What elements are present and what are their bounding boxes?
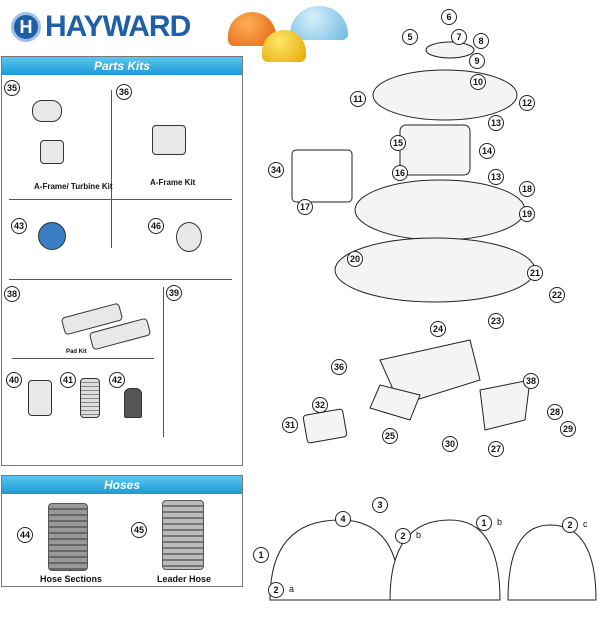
top-shell xyxy=(372,69,518,121)
part-callout: 23 xyxy=(488,313,504,329)
a-frame-part xyxy=(152,125,186,155)
kit-callout: 38 xyxy=(4,286,20,302)
part-callout: 24 xyxy=(430,321,446,337)
parts-kits-header: Parts Kits xyxy=(2,57,242,75)
hose-label: Leader Hose xyxy=(157,574,212,584)
brand-name: HAYWARD xyxy=(45,10,191,43)
part-callout: 6 xyxy=(441,9,457,25)
kit-callout: 46 xyxy=(148,218,164,234)
kit-label: A-Frame/ Turbine Kit xyxy=(34,182,113,191)
part-callout: 13 xyxy=(488,169,504,185)
hose-label: Hose Sections xyxy=(40,574,103,584)
robot-variant-c xyxy=(507,524,597,601)
gear-part xyxy=(38,222,66,250)
hoses-panel: Hoses xyxy=(1,475,243,587)
cone-part xyxy=(124,388,142,418)
turbine-box xyxy=(291,149,353,203)
top-cap xyxy=(425,41,475,59)
kit-label: A-Frame Kit xyxy=(150,178,196,187)
turbine-part xyxy=(32,100,62,122)
kit-callout: 36 xyxy=(116,84,132,100)
part-callout: 11 xyxy=(350,91,366,107)
kit-callout: 40 xyxy=(6,372,22,388)
kit-callout: 41 xyxy=(60,372,76,388)
part-callout: 28 xyxy=(547,404,563,420)
part-callout: 5 xyxy=(402,29,418,45)
bearing-part xyxy=(176,222,202,252)
part-callout: 12 xyxy=(519,95,535,111)
part-callout: 34 xyxy=(268,162,284,178)
kit-callout: 42 xyxy=(109,372,125,388)
part-callout: 25 xyxy=(382,428,398,444)
hoses-header: Hoses xyxy=(2,476,242,494)
logo-h-icon: H xyxy=(11,12,41,42)
part-callout: 27 xyxy=(488,441,504,457)
part-callout: 36 xyxy=(331,359,347,375)
part-callout: 21 xyxy=(527,265,543,281)
part-callout: 9 xyxy=(469,53,485,69)
base-ring xyxy=(334,237,536,303)
part-callout: 7 xyxy=(451,29,467,45)
part-callout: 22 xyxy=(549,287,565,303)
middle-housing xyxy=(354,179,526,241)
part-callout: 31 xyxy=(282,417,298,433)
part-callout: 18 xyxy=(519,181,535,197)
part-callout: 16 xyxy=(392,165,408,181)
part-callout: 29 xyxy=(560,421,576,437)
swivel-part xyxy=(28,380,52,416)
plate xyxy=(302,408,348,444)
hose-callout: 45 xyxy=(131,522,147,538)
divider xyxy=(111,90,112,248)
part-callout: 38 xyxy=(523,373,539,389)
divider xyxy=(9,199,232,200)
divider xyxy=(163,287,164,437)
part-callout: 14 xyxy=(479,143,495,159)
part-callout: 10 xyxy=(470,74,486,90)
divider xyxy=(9,279,232,280)
variant-callout: 3 xyxy=(372,497,388,513)
kit-callout: 35 xyxy=(4,80,20,96)
hose-section-image xyxy=(48,503,88,571)
pad xyxy=(479,379,531,431)
hose-callout: 44 xyxy=(17,527,33,543)
pad xyxy=(369,384,421,421)
part-callout: 8 xyxy=(473,33,489,49)
hose-cuff-part xyxy=(80,378,100,418)
variant-callout: 4 xyxy=(335,511,351,527)
kit-label: Pad Kit xyxy=(66,349,87,355)
a-frame-part xyxy=(40,140,64,164)
part-callout: 17 xyxy=(297,199,313,215)
part-callout: 13 xyxy=(488,115,504,131)
kit-callout: 39 xyxy=(166,285,182,301)
part-callout: 15 xyxy=(390,135,406,151)
kit-callout: 43 xyxy=(11,218,27,234)
part-callout: 32 xyxy=(312,397,328,413)
exploded-diagram xyxy=(269,41,597,601)
leader-hose-image xyxy=(162,500,204,570)
part-callout: 19 xyxy=(519,206,535,222)
robot-variant-b xyxy=(389,519,501,601)
part-callout: 30 xyxy=(442,436,458,452)
part-callout: 20 xyxy=(347,251,363,267)
hayward-logo: H HAYWARD xyxy=(11,10,201,44)
motor-assembly xyxy=(399,124,471,176)
robot-yellow-image xyxy=(262,30,306,62)
variant-callout: 1 xyxy=(253,547,269,563)
divider xyxy=(12,358,154,359)
